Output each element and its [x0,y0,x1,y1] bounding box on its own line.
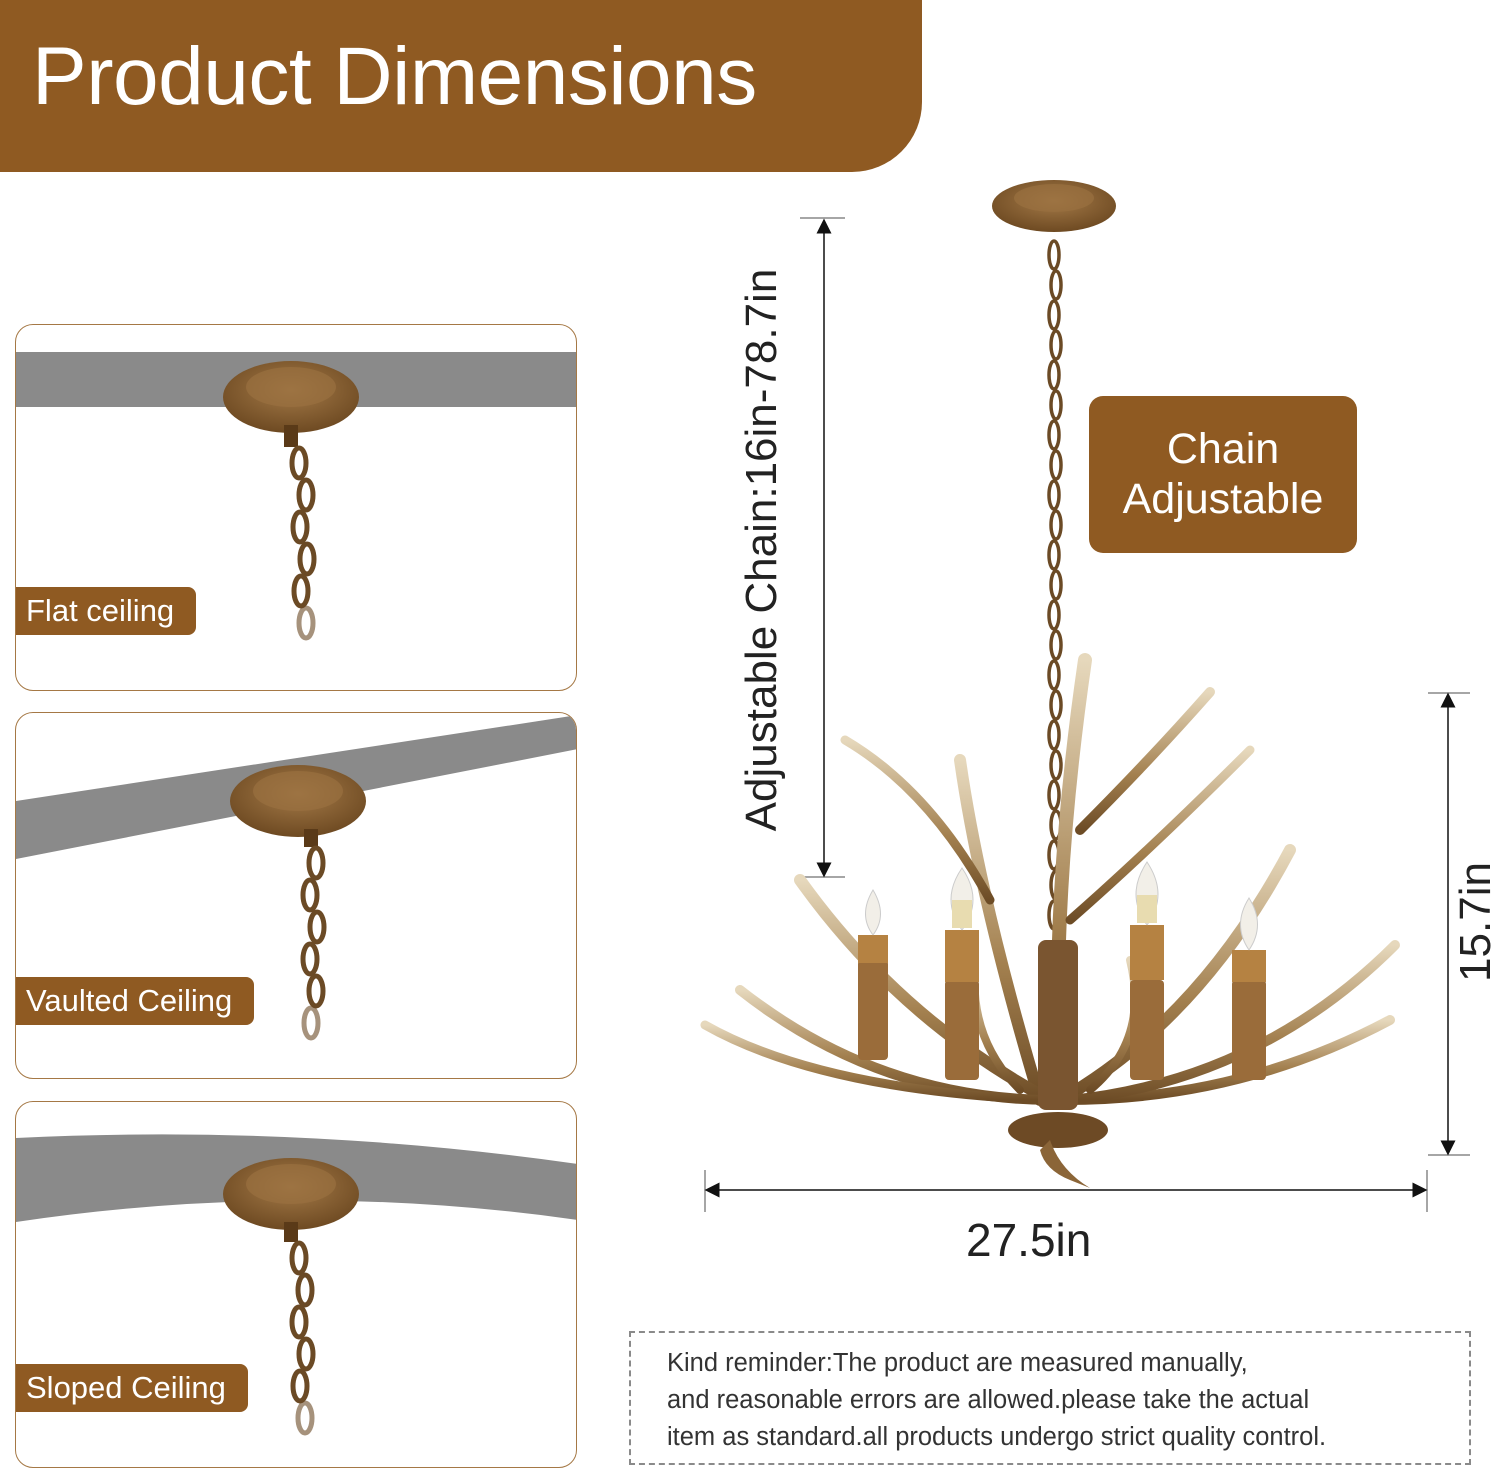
vaulted-ceiling-illustration [16,715,576,1041]
header-banner: Product Dimensions [0,0,922,172]
badge-line-1: Chain [1166,425,1280,474]
vaulted-ceiling-label: Vaulted Ceiling [16,977,255,1025]
sloped-ceiling-illustration [16,1134,576,1436]
flat-ceiling-illustration [16,352,576,641]
width-dimension: 27.5in [966,1214,1092,1266]
page-title: Product Dimensions [32,31,757,122]
sloped-ceiling-panel: Sloped Ceiling [15,1101,577,1468]
reminder-line-1: Kind reminder:The product are measured m… [667,1349,1248,1377]
chain-adjustable-badge: Chain Adjustable [1089,396,1357,553]
chain-icon [289,445,317,641]
kind-reminder-note: Kind reminder:The product are measured m… [629,1331,1471,1465]
chain-icon [289,1240,316,1436]
antler-arms [700,653,1400,1107]
badge-line-2: Adjustable [1122,474,1324,523]
center-hub [1038,940,1078,1110]
flat-ceiling-label: Flat ceiling [16,587,197,635]
sloped-ceiling-label: Sloped Ceiling [16,1364,248,1412]
height-dimension: 15.7in [1451,862,1500,982]
chain-length-dimension: Adjustable Chain:16in-78.7in [737,268,786,832]
flat-ceiling-panel: Flat ceiling [15,324,577,691]
chandelier-illustration [700,180,1470,1212]
chain-icon [300,845,327,1041]
reminder-line-2: and reasonable errors are allowed.please… [667,1386,1310,1414]
vaulted-ceiling-panel: Vaulted Ceiling [15,712,577,1079]
candle-lights [858,861,1266,1080]
reminder-line-3: item as standard.all products undergo st… [667,1423,1327,1451]
